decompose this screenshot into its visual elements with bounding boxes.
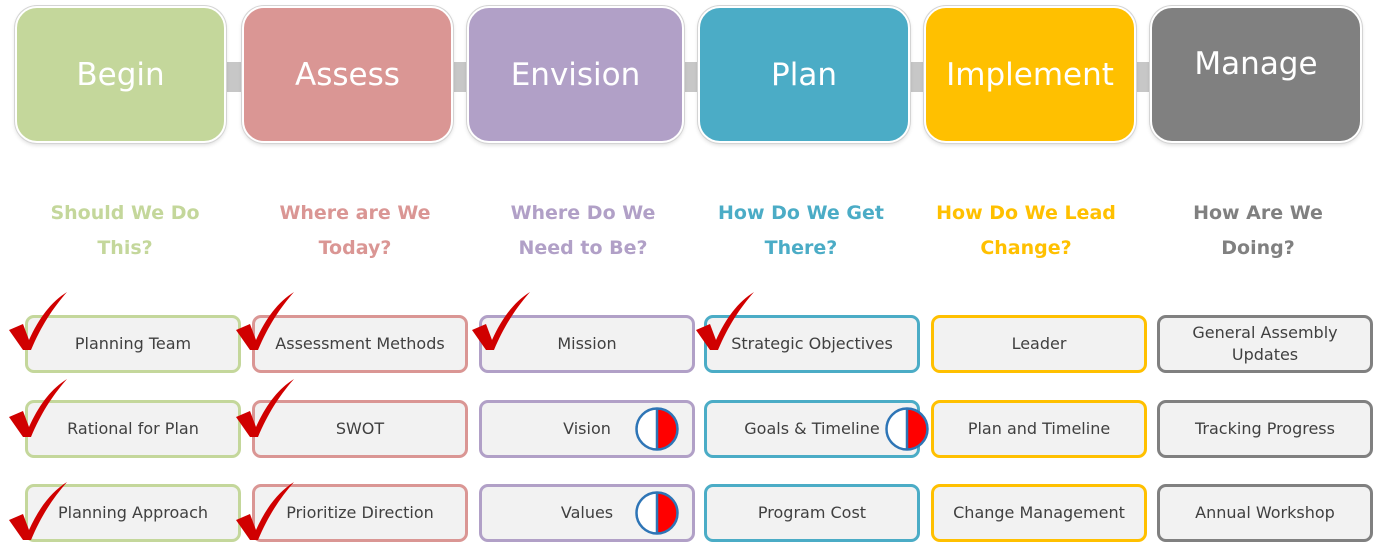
item-prioritize-direction: Prioritize Direction (252, 484, 468, 542)
item-tracking-progress: Tracking Progress (1157, 400, 1373, 458)
item-program-cost: Program Cost (704, 484, 920, 542)
item-leader: Leader (931, 315, 1147, 373)
item-label: Planning Team (74, 334, 192, 353)
item-annual-workshop: Annual Workshop (1157, 484, 1373, 542)
half-complete-icon (635, 491, 679, 535)
question-line: There? (764, 237, 838, 259)
item-planning-approach: Planning Approach (25, 484, 241, 542)
item-label: SWOT (335, 419, 385, 438)
item-label: Leader (1011, 334, 1067, 353)
item-change-management: Change Management (931, 484, 1147, 542)
item-label: Rational for Plan (67, 419, 199, 438)
item-label: General Assembly Updates (1192, 323, 1338, 364)
question-line: Where are We (279, 202, 431, 224)
item-plan-and-timeline: Plan and Timeline (931, 400, 1147, 458)
item-label: Assessment Methods (275, 334, 445, 353)
question-line: How Do We Get (718, 202, 884, 224)
half-complete-icon (885, 407, 929, 451)
half-complete-icon (635, 407, 679, 451)
phase-label: Assess (295, 56, 400, 93)
item-general-assembly-updates: General Assembly Updates (1157, 315, 1373, 373)
question-line: How Do We Lead (936, 202, 1116, 224)
item-label: Prioritize Direction (286, 503, 434, 522)
item-mission: Mission (479, 315, 695, 373)
item-swot: SWOT (252, 400, 468, 458)
question-begin: Should We Do This? (15, 196, 235, 266)
question-line: Doing? (1221, 237, 1295, 259)
item-label: Tracking Progress (1195, 419, 1335, 438)
question-manage: How Are We Doing? (1148, 196, 1368, 266)
question-envision: Where Do We Need to Be? (473, 196, 693, 266)
question-implement: How Do We Lead Change? (916, 196, 1136, 266)
question-line: Where Do We (510, 202, 656, 224)
checkmark-icon (9, 292, 67, 350)
item-label: Mission (557, 334, 617, 353)
question-line: How Are We (1193, 202, 1323, 224)
question-line: Need to Be? (518, 237, 648, 259)
item-label: Annual Workshop (1195, 503, 1335, 522)
checkmark-icon (472, 292, 530, 350)
phase-label: Envision (510, 56, 641, 93)
phase-connector (1134, 62, 1152, 92)
checkmark-icon (236, 292, 294, 350)
item-strategic-objectives: Strategic Objectives (704, 315, 920, 373)
question-plan: How Do We Get There? (691, 196, 911, 266)
item-label: Vision (563, 419, 611, 438)
question-line: Today? (318, 237, 392, 259)
phase-implement: Implement (924, 6, 1136, 143)
phase-connector (908, 62, 926, 92)
phase-label: Begin (76, 56, 165, 93)
item-label: Plan and Timeline (967, 419, 1111, 438)
item-label: Goals & Timeline (744, 419, 880, 438)
phase-manage: Manage (1150, 6, 1362, 143)
item-label: Planning Approach (57, 503, 209, 522)
phase-label: Plan (771, 56, 837, 93)
item-label: Strategic Objectives (731, 334, 893, 353)
phase-label: Implement (946, 56, 1114, 93)
item-label: Values (560, 503, 614, 522)
checkmark-icon (236, 482, 294, 540)
phase-connector (224, 62, 244, 92)
item-planning-team: Planning Team (25, 315, 241, 373)
checkmark-icon (236, 379, 294, 437)
phase-connector (451, 62, 469, 92)
item-label: Program Cost (757, 503, 867, 522)
checkmark-icon (9, 482, 67, 540)
question-assess: Where are We Today? (245, 196, 465, 266)
item-rational-for-plan: Rational for Plan (25, 400, 241, 458)
phase-plan: Plan (698, 6, 910, 143)
checkmark-icon (9, 379, 67, 437)
phase-begin: Begin (15, 6, 226, 143)
question-line: Change? (980, 237, 1072, 259)
checkmark-icon (696, 292, 754, 350)
phase-label: Manage (1194, 46, 1318, 82)
question-line: Should We Do (50, 202, 200, 224)
phase-envision: Envision (467, 6, 684, 143)
item-label: Change Management (953, 503, 1125, 522)
phase-connector (682, 62, 700, 92)
question-line: This? (97, 237, 153, 259)
phase-assess: Assess (242, 6, 453, 143)
